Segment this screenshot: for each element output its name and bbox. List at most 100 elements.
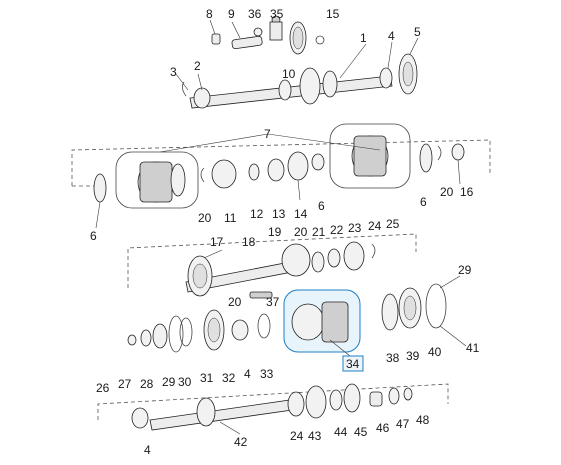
- callout-29[interactable]: 29: [458, 263, 472, 277]
- row3-outline: [127, 233, 417, 288]
- bearing-21: [311, 251, 325, 273]
- plate-41: [425, 283, 447, 329]
- bushing-part: [269, 21, 283, 41]
- callout-38[interactable]: 38: [386, 351, 400, 365]
- callout-4b[interactable]: 4: [244, 367, 251, 381]
- pin-part: [211, 33, 221, 45]
- callout-16[interactable]: 16: [460, 185, 474, 199]
- callout-18[interactable]: 18: [242, 235, 256, 249]
- leader-41: [439, 325, 467, 347]
- leader-3: [175, 73, 189, 91]
- callout-9[interactable]: 9: [228, 7, 235, 21]
- callout-24b[interactable]: 24: [290, 429, 304, 443]
- callout-6b[interactable]: 6: [318, 199, 325, 213]
- callout-48[interactable]: 48: [416, 413, 430, 427]
- callout-40[interactable]: 40: [428, 345, 442, 359]
- leader-6a: [95, 201, 101, 229]
- callout-6c[interactable]: 6: [420, 195, 427, 209]
- callout-8[interactable]: 8: [206, 7, 213, 21]
- callout-32[interactable]: 32: [222, 371, 236, 385]
- leader-16: [457, 159, 461, 185]
- bearing-44: [329, 389, 343, 411]
- gear-on-shaft-17-inner: [192, 263, 208, 289]
- callout-4c[interactable]: 4: [144, 443, 151, 457]
- bolt-37: [249, 291, 273, 299]
- callout-43[interactable]: 43: [308, 429, 322, 443]
- callout-19[interactable]: 19: [268, 225, 282, 239]
- callout-27[interactable]: 27: [118, 377, 132, 391]
- callout-31[interactable]: 31: [200, 371, 214, 385]
- callout-12[interactable]: 12: [250, 207, 264, 221]
- synchro-hub-34: [291, 303, 325, 341]
- callout-20b[interactable]: 20: [440, 185, 454, 199]
- gear-24: [287, 391, 305, 417]
- synchro-ring-left: [170, 163, 186, 197]
- callout-4a[interactable]: 4: [388, 29, 395, 43]
- callout-22[interactable]: 22: [330, 223, 344, 237]
- callout-30[interactable]: 30: [178, 375, 192, 389]
- callout-33[interactable]: 33: [260, 367, 274, 381]
- callout-7[interactable]: 7: [264, 127, 271, 141]
- callout-1[interactable]: 1: [360, 31, 367, 45]
- short-shaft-part: [231, 35, 263, 50]
- callout-3[interactable]: 3: [170, 65, 177, 79]
- callout-2[interactable]: 2: [194, 59, 201, 73]
- leader-2: [197, 73, 203, 91]
- callout-36[interactable]: 36: [248, 7, 262, 21]
- callout-14[interactable]: 14: [294, 207, 308, 221]
- callout-11[interactable]: 11: [224, 211, 237, 225]
- leader-7: [159, 133, 381, 153]
- callout-41[interactable]: 41: [466, 341, 480, 355]
- gear-45: [343, 383, 361, 413]
- shaft-42: [149, 399, 293, 431]
- callout-20d[interactable]: 20: [228, 295, 242, 309]
- circlip-20: [200, 167, 205, 183]
- callout-46[interactable]: 46: [376, 421, 390, 435]
- washer-6-right: [419, 143, 433, 173]
- gear-23: [343, 241, 365, 271]
- callout-44[interactable]: 44: [334, 425, 348, 439]
- callout-20c[interactable]: 20: [294, 225, 308, 239]
- callout-24a[interactable]: 24: [368, 219, 382, 233]
- callout-10[interactable]: 10: [282, 67, 296, 81]
- bushing-46: [369, 391, 383, 407]
- callout-25[interactable]: 25: [386, 217, 400, 231]
- second-row-assembly: [71, 123, 491, 209]
- callout-20a[interactable]: 20: [198, 211, 212, 225]
- callout-37[interactable]: 37: [266, 295, 280, 309]
- bottom-shaft-assembly: [97, 383, 449, 431]
- circlip-left: [182, 81, 187, 97]
- gear-32-inner: [207, 317, 221, 343]
- callout-5[interactable]: 5: [414, 25, 421, 39]
- callout-23[interactable]: 23: [348, 221, 362, 235]
- ring-33: [257, 313, 271, 339]
- callout-13[interactable]: 13: [272, 207, 286, 221]
- callout-26[interactable]: 26: [96, 381, 110, 395]
- callout-6a[interactable]: 6: [90, 229, 97, 243]
- leader-42: [219, 421, 241, 435]
- bearing-28: [152, 323, 168, 349]
- bearing-4: [231, 319, 249, 341]
- callout-17[interactable]: 17: [210, 235, 224, 249]
- callout-highlight-box: [342, 355, 364, 372]
- callout-21[interactable]: 21: [312, 225, 326, 239]
- row2-washer-left: [93, 173, 107, 203]
- callout-29b[interactable]: 29: [162, 375, 176, 389]
- callout-39[interactable]: 39: [406, 349, 420, 363]
- gear-43: [305, 385, 327, 419]
- callout-42[interactable]: 42: [234, 435, 248, 449]
- leader-4a: [387, 41, 393, 69]
- callout-34[interactable]: 34: [346, 357, 360, 371]
- callout-47[interactable]: 47: [396, 417, 410, 431]
- bearing-13: [267, 158, 285, 182]
- leader-14: [297, 179, 301, 201]
- callout-45[interactable]: 45: [354, 425, 368, 439]
- leader-29: [439, 275, 461, 289]
- callout-28[interactable]: 28: [140, 377, 154, 391]
- washer-26: [127, 334, 137, 346]
- callout-35[interactable]: 35: [270, 7, 284, 21]
- callout-15[interactable]: 15: [326, 7, 340, 21]
- main-shaft-gear-a: [299, 67, 321, 105]
- synchro-sleeve-left: [139, 161, 173, 203]
